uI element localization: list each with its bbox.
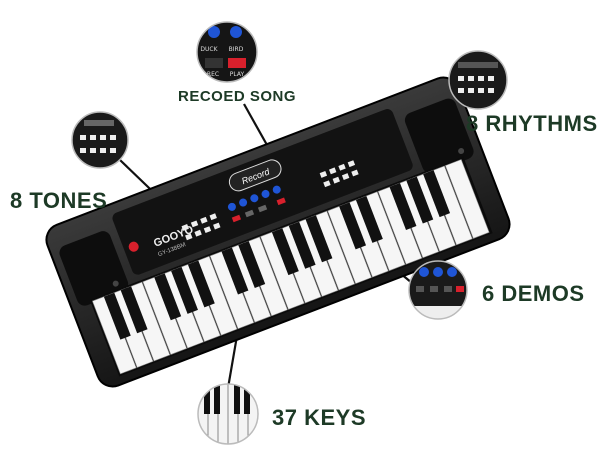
black-key[interactable] [355, 195, 383, 243]
rhythm-button[interactable] [323, 180, 331, 188]
tone-button[interactable] [181, 224, 189, 231]
white-key[interactable] [444, 159, 490, 239]
black-key[interactable] [339, 202, 367, 250]
rhythm-button[interactable] [329, 167, 337, 175]
tone-button[interactable] [194, 229, 202, 237]
blue-button[interactable] [272, 184, 282, 194]
label-tones: 8 TONES [10, 188, 108, 213]
black-key[interactable] [288, 221, 316, 269]
callout-demo-buttons [408, 260, 468, 320]
blue-button[interactable] [260, 189, 270, 199]
black-key[interactable] [305, 215, 333, 263]
label-demos: 6 DEMOS [482, 281, 585, 306]
tone-buttons [181, 213, 221, 241]
label-recorded-song: RECOED SONG [178, 88, 297, 105]
red-button[interactable] [231, 214, 242, 223]
callout-record-buttons: DUCK BIRD REC PLAY [196, 21, 258, 83]
black-key[interactable] [238, 241, 266, 289]
black-key[interactable] [154, 273, 182, 321]
black-key[interactable] [406, 176, 434, 224]
keyboard: Record GOOYO GY-138BM [45, 76, 511, 388]
black-key[interactable] [271, 228, 299, 276]
black-key[interactable] [171, 266, 198, 314]
tone-button[interactable] [203, 226, 212, 234]
record-button-label-play: PLAY [230, 71, 245, 78]
callout-rhythm-buttons [448, 50, 508, 110]
label-rhythms: 8 RHYTHMS [466, 111, 598, 136]
black-key[interactable] [103, 292, 131, 340]
record-button-label-duck: DUCK [200, 46, 218, 53]
rhythm-buttons [319, 160, 359, 188]
rhythm-button[interactable] [319, 171, 328, 178]
callout-keys [197, 383, 259, 445]
record-buttons [227, 184, 286, 223]
blue-button[interactable] [249, 193, 259, 203]
left-speaker-dot [112, 280, 119, 287]
right-speaker-dot [458, 147, 465, 154]
rhythm-button[interactable] [347, 160, 356, 168]
gray-button[interactable] [257, 204, 268, 213]
black-key[interactable] [120, 286, 148, 334]
rhythm-button[interactable] [351, 169, 359, 177]
power-button[interactable] [127, 240, 140, 253]
left-speaker [59, 231, 129, 306]
black-key[interactable] [423, 170, 451, 218]
record-button-label-rec: REC [207, 71, 219, 78]
rhythm-button[interactable] [338, 163, 346, 171]
tone-button[interactable] [185, 233, 193, 241]
callout-tone-buttons [71, 111, 129, 169]
label-keys: 37 KEYS [272, 405, 366, 430]
blue-button[interactable] [238, 197, 248, 207]
rhythm-button[interactable] [341, 173, 350, 180]
black-key[interactable] [389, 183, 417, 230]
tone-button[interactable] [209, 213, 217, 221]
right-speaker [404, 98, 474, 174]
black-keys [103, 170, 451, 340]
gray-button[interactable] [244, 209, 255, 218]
record-button-label-bird: BIRD [229, 46, 244, 53]
tone-button[interactable] [200, 216, 208, 224]
blue-button[interactable] [227, 202, 237, 212]
record-panel [228, 159, 282, 192]
red-button[interactable] [276, 197, 286, 206]
tone-button[interactable] [213, 222, 221, 230]
black-key[interactable] [187, 260, 215, 308]
rhythm-button[interactable] [332, 176, 340, 184]
black-key[interactable] [221, 247, 249, 295]
tone-button[interactable] [190, 220, 199, 228]
